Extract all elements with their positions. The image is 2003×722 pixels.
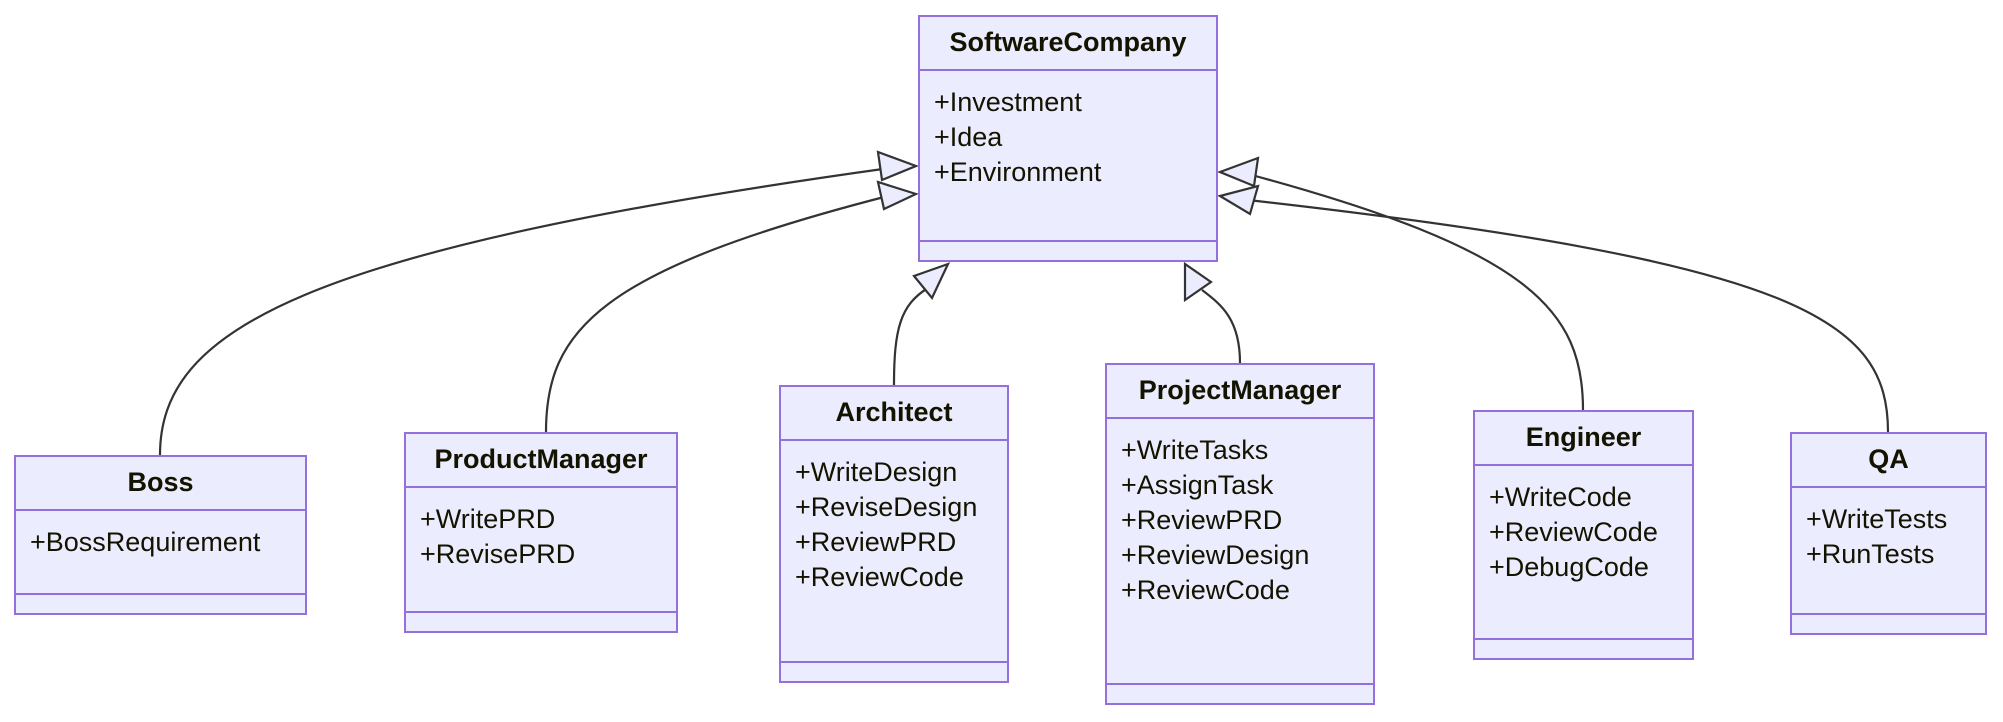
class-attribute: +Investment: [934, 87, 1082, 117]
class-attributes-engineer: +WriteCode +ReviewCode +DebugCode: [1475, 466, 1692, 640]
arrowhead-product-manager: [876, 180, 920, 211]
arrowhead-project-manager: [1183, 261, 1213, 303]
class-attribute: +RunTests: [1806, 539, 1935, 569]
class-methods-software-company: [920, 242, 1216, 260]
class-attributes-boss: +BossRequirement: [16, 511, 305, 595]
class-attribute: +WriteTasks: [1121, 435, 1269, 465]
class-attribute: +WriteCode: [1489, 482, 1632, 512]
class-attribute: +WritePRD: [420, 504, 556, 534]
arrowhead-boss: [876, 150, 920, 182]
class-title-project-manager: ProjectManager: [1107, 365, 1373, 419]
class-attribute: +ReviewCode: [1121, 575, 1290, 605]
class-node-product-manager[interactable]: ProductManager +WritePRD +RevisePRD: [404, 432, 678, 633]
class-methods-architect: [781, 663, 1007, 681]
class-title-software-company: SoftwareCompany: [920, 17, 1216, 71]
class-attribute: +ReviewCode: [1489, 517, 1658, 547]
class-title-product-manager: ProductManager: [406, 434, 676, 488]
edge-architect-to-company: [892, 287, 929, 386]
class-title-architect: Architect: [781, 387, 1007, 441]
class-attribute: +BossRequirement: [30, 527, 261, 557]
class-node-qa[interactable]: QA +WriteTests +RunTests: [1790, 432, 1987, 635]
arrowhead-qa: [1217, 184, 1260, 216]
class-attribute: +ReviseDesign: [795, 492, 978, 522]
class-node-engineer[interactable]: Engineer +WriteCode +ReviewCode +DebugCo…: [1473, 410, 1694, 660]
class-attribute: +RevisePRD: [420, 539, 576, 569]
class-attribute: +ReviewCode: [795, 562, 964, 592]
class-node-project-manager[interactable]: ProjectManager +WriteTasks +AssignTask +…: [1105, 363, 1375, 705]
class-attribute: +ReviewPRD: [1121, 505, 1283, 535]
class-methods-product-manager: [406, 613, 676, 631]
class-attributes-qa: +WriteTests +RunTests: [1792, 488, 1985, 615]
class-methods-qa: [1792, 615, 1985, 633]
class-title-boss: Boss: [16, 457, 305, 511]
class-attribute: +Idea: [934, 122, 1003, 152]
class-attribute: +Environment: [934, 157, 1102, 187]
class-attribute: +AssignTask: [1121, 470, 1274, 500]
class-node-architect[interactable]: Architect +WriteDesign +ReviseDesign +Re…: [779, 385, 1009, 683]
class-methods-engineer: [1475, 640, 1692, 658]
class-attributes-software-company: +Investment +Idea +Environment: [920, 71, 1216, 242]
class-attribute: +ReviewDesign: [1121, 540, 1310, 570]
class-methods-project-manager: [1107, 685, 1373, 703]
class-methods-boss: [16, 595, 305, 613]
class-node-boss[interactable]: Boss +BossRequirement: [14, 455, 307, 615]
class-attributes-product-manager: +WritePRD +RevisePRD: [406, 488, 676, 613]
edge-project-manager-to-company: [1201, 289, 1242, 364]
class-title-engineer: Engineer: [1475, 412, 1692, 466]
class-title-qa: QA: [1792, 434, 1985, 488]
class-attribute: +ReviewPRD: [795, 527, 957, 557]
class-attribute: +DebugCode: [1489, 552, 1649, 582]
arrowhead-engineer: [1216, 156, 1260, 188]
arrowhead-architect: [912, 262, 951, 301]
class-attributes-architect: +WriteDesign +ReviseDesign +ReviewPRD +R…: [781, 441, 1007, 663]
class-node-software-company[interactable]: SoftwareCompany +Investment +Idea +Envir…: [918, 15, 1218, 262]
class-attribute: +WriteTests: [1806, 504, 1948, 534]
class-attributes-project-manager: +WriteTasks +AssignTask +ReviewPRD +Revi…: [1107, 419, 1373, 685]
class-attribute: +WriteDesign: [795, 457, 958, 487]
